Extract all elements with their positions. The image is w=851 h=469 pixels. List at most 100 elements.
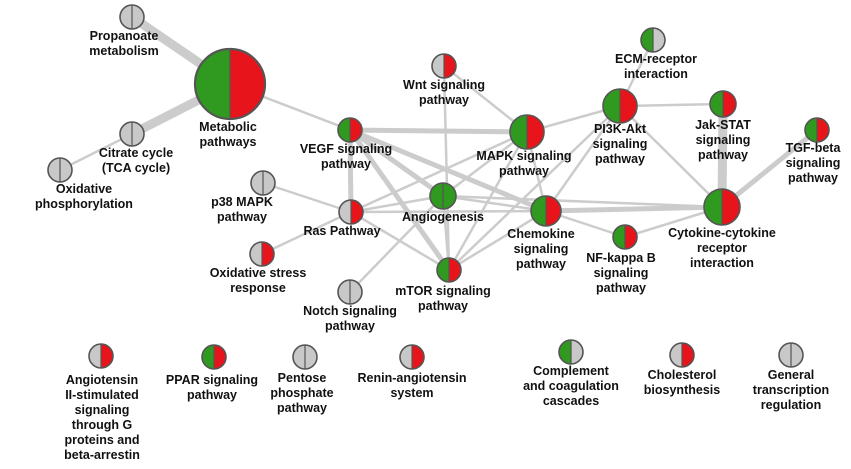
- edge-vegf-ras: [347, 127, 354, 215]
- node-cholesterol-label-line: biosynthesis: [644, 383, 720, 397]
- node-metabolic-left-half: [195, 49, 230, 119]
- node-chemokine-label-line: signaling: [514, 242, 569, 256]
- node-vegf-outline: [337, 117, 363, 143]
- node-ecm-label-line: interaction: [624, 67, 688, 81]
- edge-chemokine-cytokine: [543, 204, 725, 214]
- node-ecm-outline: [640, 27, 666, 53]
- node-notch-left-half: [338, 280, 350, 304]
- edge-vegf-angio: [347, 127, 446, 199]
- node-mapk-left-half: [510, 115, 527, 149]
- node-citrate[interactable]: Citrate cycle(TCA cycle): [99, 121, 173, 175]
- node-gtr-outline: [778, 342, 804, 368]
- node-ras[interactable]: Ras Pathway: [303, 199, 381, 238]
- node-cytokine-label-line: receptor: [697, 241, 747, 255]
- node-angio-left-half: [430, 183, 443, 209]
- node-angiotensin-right-half: [101, 344, 113, 368]
- node-wnt-right-half: [444, 54, 456, 78]
- node-ras-outline: [338, 199, 364, 225]
- node-ppar-outline: [201, 344, 227, 370]
- node-cholesterol-label-line: Cholesterol: [648, 368, 717, 382]
- edge-vegf-mtor: [347, 127, 452, 273]
- edge-vegf-chemokine: [347, 127, 549, 214]
- node-notch-outline: [337, 279, 363, 305]
- edge-angio-cytokine: [441, 194, 724, 209]
- node-cholesterol-left-half: [670, 343, 682, 367]
- node-pi3k-label-line: pathway: [595, 152, 645, 166]
- node-gtr-right-half: [791, 343, 803, 367]
- node-cytokine-label-line: interaction: [690, 256, 754, 270]
- node-propanoate-label-line: metabolism: [89, 44, 158, 58]
- node-ras-right-half: [351, 200, 363, 224]
- node-angio[interactable]: Angiogenesis: [402, 182, 484, 224]
- node-pentose-outline: [292, 344, 318, 370]
- node-pentose-label-line: Pentose: [278, 371, 327, 385]
- edge-notch-angio: [348, 194, 445, 294]
- node-propanoate-outline: [119, 4, 145, 30]
- node-vegf-right-half: [350, 118, 362, 142]
- node-chemokine-label-line: Chemokine: [507, 227, 574, 241]
- node-oxphos-outline: [47, 157, 73, 183]
- node-complement-right-half: [571, 340, 583, 364]
- node-mapk-outline: [509, 114, 545, 150]
- node-ppar-label-line: PPAR signaling: [166, 373, 258, 387]
- node-citrate-left-half: [120, 122, 132, 146]
- node-citrate-right-half: [132, 122, 144, 146]
- node-mapk-label-line: pathway: [499, 164, 549, 178]
- node-complement-left-half: [559, 340, 571, 364]
- node-metabolic-label-line: pathways: [200, 135, 257, 149]
- node-mtor-label-line: pathway: [418, 299, 468, 313]
- edge-ras-p38: [261, 181, 353, 214]
- node-pi3k-label-line: PI3K-Akt: [594, 122, 647, 136]
- node-wnt-left-half: [432, 54, 444, 78]
- node-cholesterol-outline: [669, 342, 695, 368]
- node-mtor-left-half: [437, 258, 449, 282]
- node-angiotensin-outline: [88, 343, 114, 369]
- node-renin-left-half: [400, 345, 412, 369]
- node-cytokine-outline: [703, 188, 741, 226]
- node-citrate-label-line: (TCA cycle): [102, 161, 170, 175]
- node-angio-label-line: Angiogenesis: [402, 210, 484, 224]
- node-cytokine-right-half: [722, 189, 740, 225]
- node-notch-label-line: Notch signaling: [303, 304, 397, 318]
- node-propanoate-left-half: [120, 5, 132, 29]
- node-oxphos-label-line: Oxidative: [56, 182, 112, 196]
